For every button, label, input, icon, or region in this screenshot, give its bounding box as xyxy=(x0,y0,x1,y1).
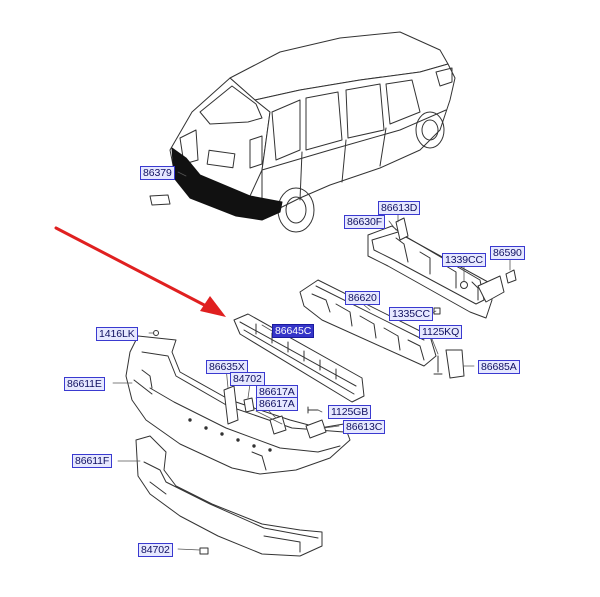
bumper-beam xyxy=(367,217,517,319)
part-label-86613d[interactable]: 86613D xyxy=(378,201,421,215)
part-label-86611e[interactable]: 86611E xyxy=(64,377,105,391)
vehicle-illustration xyxy=(149,31,456,233)
bumper-cover-lower xyxy=(135,435,323,557)
part-label-86635x[interactable]: 86635X xyxy=(206,360,248,374)
part-label-86630f[interactable]: 86630F xyxy=(344,215,386,229)
part-label-86617a-1[interactable]: 86617A xyxy=(256,385,298,399)
part-label-86590[interactable]: 86590 xyxy=(490,246,525,260)
part-label-86645c-selected[interactable]: 86645C xyxy=(272,324,315,338)
small-brackets xyxy=(153,307,465,555)
bumper-step-pad xyxy=(233,313,365,403)
part-label-1335cc[interactable]: 1335CC xyxy=(389,307,433,321)
part-label-84702-upper[interactable]: 84702 xyxy=(230,372,265,386)
pointer-arrow xyxy=(54,226,226,317)
bumper-cover-upper xyxy=(125,335,351,475)
part-label-86379[interactable]: 86379 xyxy=(140,166,175,180)
part-label-86685a[interactable]: 86685A xyxy=(478,360,520,374)
part-label-86617a-2[interactable]: 86617A xyxy=(256,397,298,411)
part-label-86620[interactable]: 86620 xyxy=(345,291,380,305)
part-label-86611f[interactable]: 86611F xyxy=(72,454,113,468)
part-label-1339cc[interactable]: 1339CC xyxy=(442,253,486,267)
part-label-1125kq[interactable]: 1125KQ xyxy=(419,325,463,339)
part-label-1125gb[interactable]: 1125GB xyxy=(328,405,372,419)
part-label-84702-lower[interactable]: 84702 xyxy=(138,543,173,557)
part-label-1416lk[interactable]: 1416LK xyxy=(96,327,138,341)
energy-absorber xyxy=(299,279,437,367)
part-label-86613c[interactable]: 86613C xyxy=(343,420,386,434)
